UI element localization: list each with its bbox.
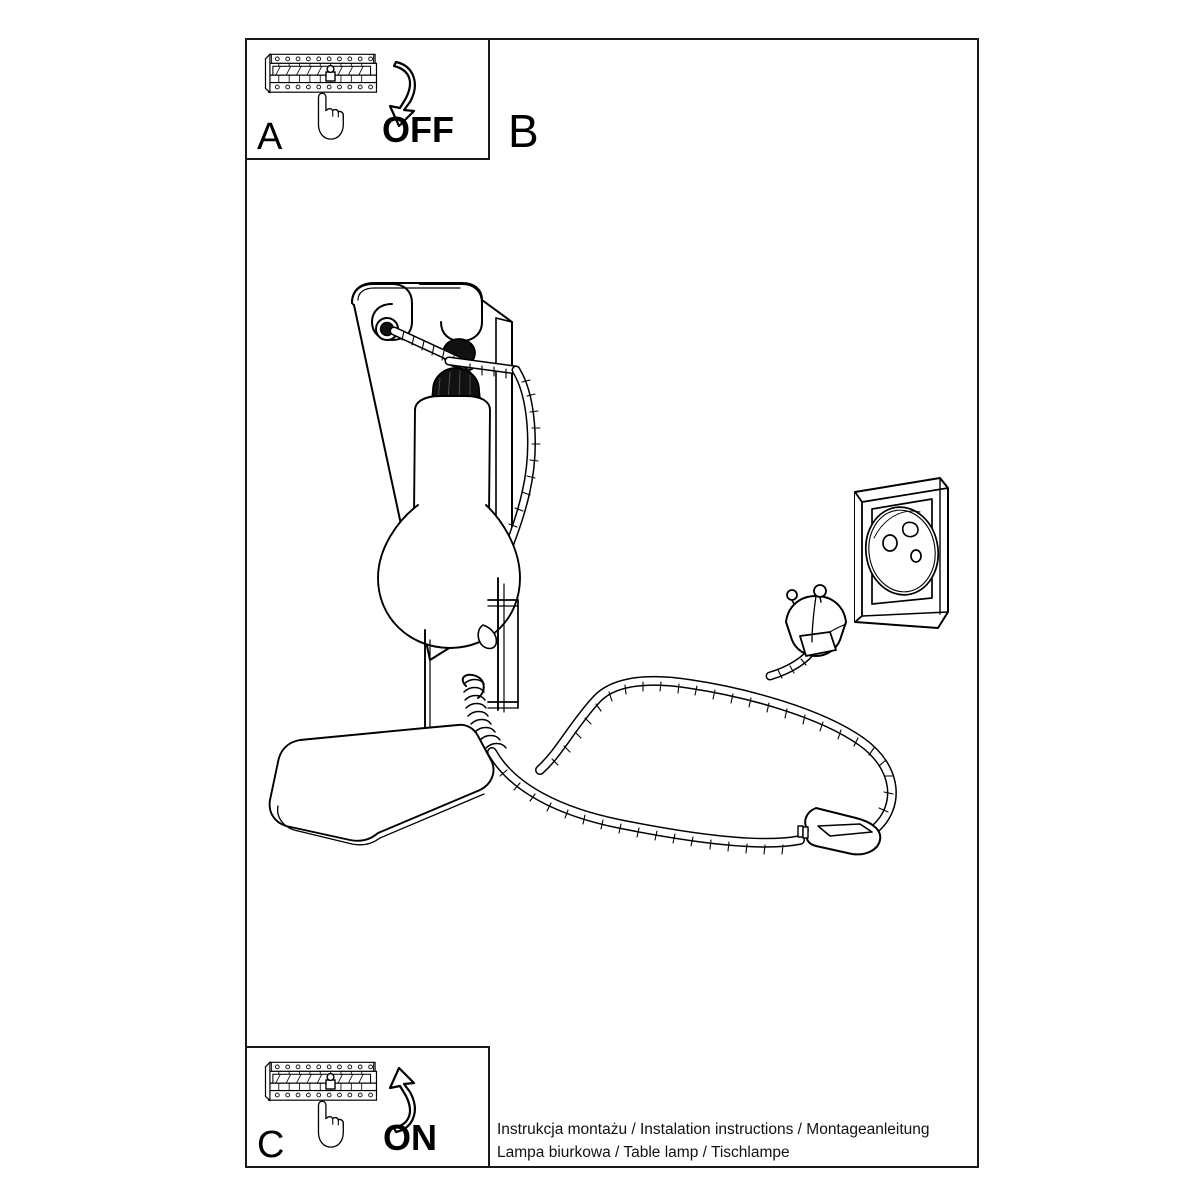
panel-c-box bbox=[245, 1046, 490, 1168]
panel-a-box bbox=[245, 38, 490, 160]
panel-a-state-label: OFF bbox=[382, 109, 454, 150]
panel-a-letter: A bbox=[257, 116, 283, 158]
caption-line-product: Lampa biurkowa / Table lamp / Tischlampe bbox=[497, 1144, 790, 1161]
panel-c-letter: C bbox=[257, 1124, 285, 1166]
sheet-frame bbox=[245, 38, 979, 1168]
panel-b-letter: B bbox=[508, 105, 539, 157]
caption-line-title: Instrukcja montażu / Instalation instruc… bbox=[497, 1121, 930, 1138]
panel-c-state-label: ON bbox=[383, 1117, 437, 1158]
